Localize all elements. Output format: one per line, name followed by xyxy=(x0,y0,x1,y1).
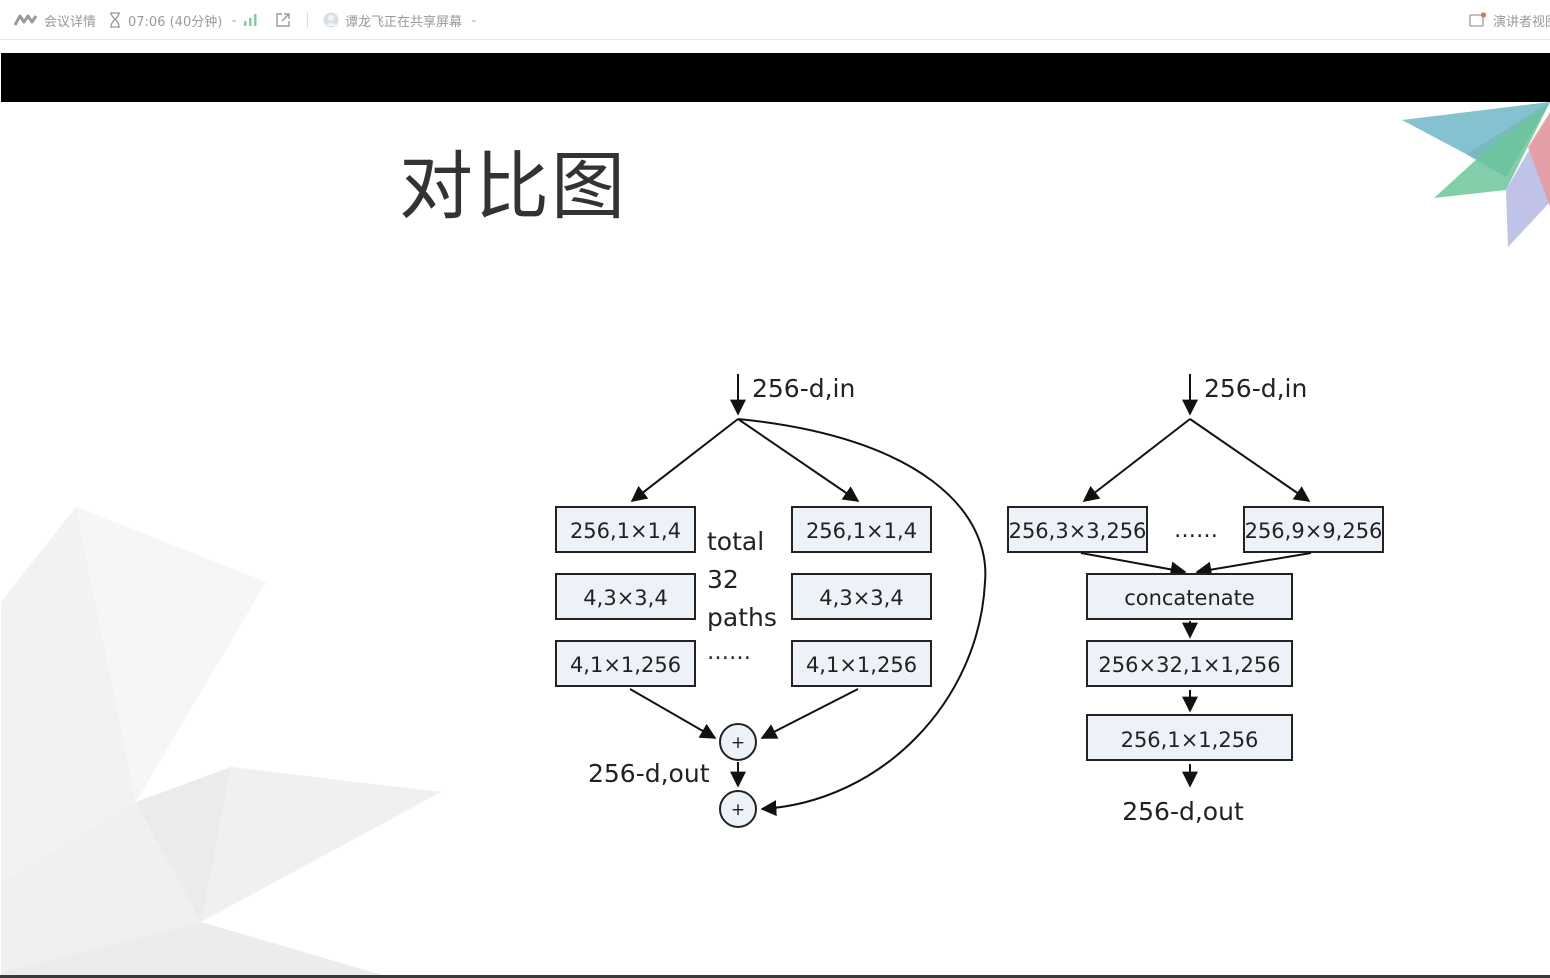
layer-label: 4,3×3,4 xyxy=(819,586,903,610)
concatenate-label: concatenate xyxy=(1124,586,1255,610)
external-link-icon xyxy=(275,12,291,28)
deco-red-shard xyxy=(1528,112,1550,207)
input-label: 256-d,in xyxy=(752,374,855,403)
paths-note-line: total xyxy=(707,527,764,556)
meeting-logo-icon xyxy=(14,13,38,27)
chevron-down-icon: ⌄ xyxy=(230,15,238,25)
layer-box xyxy=(555,573,696,620)
branch-ellipsis: …… xyxy=(1174,518,1218,543)
paths-note-line: 32 xyxy=(707,565,739,594)
slide-bottom-border xyxy=(0,975,1550,978)
presenter-view-label: 演讲者视图 xyxy=(1493,14,1550,30)
layer-box xyxy=(791,506,932,553)
mid-output-label: 256-d,out xyxy=(588,759,710,788)
paths-ellipsis: …… xyxy=(707,640,751,665)
branch-arrow xyxy=(1082,418,1191,502)
layer-box xyxy=(555,506,696,553)
merge-arrow xyxy=(1080,552,1187,578)
chevron-down-icon: ⌄ xyxy=(470,15,478,25)
deco-green-shard xyxy=(1434,102,1550,198)
layer-box xyxy=(1086,573,1293,620)
input-label: 256-d,in xyxy=(1204,374,1307,403)
sum-symbol: + xyxy=(731,733,745,753)
letterbox-bar xyxy=(1,53,1550,102)
branch-arrow xyxy=(1189,418,1311,502)
deco-teal-shard xyxy=(1402,102,1550,154)
layer-box xyxy=(1007,506,1148,553)
deco-grey-shard xyxy=(136,767,231,922)
layer-label: 256,3×3,256 xyxy=(1009,519,1147,543)
layer-label: 256,9×9,256 xyxy=(1245,519,1383,543)
merge-arrow xyxy=(760,688,859,739)
layer-box xyxy=(555,640,696,687)
branch-arrow xyxy=(630,418,739,502)
sharing-status-label: 谭龙飞正在共享屏幕 xyxy=(345,14,463,30)
layer-box xyxy=(791,573,932,620)
layer-label: 256,1×1,4 xyxy=(570,519,681,543)
meeting-timer-label: 07:06 (40分钟) xyxy=(128,14,223,30)
layer-label: 4,1×1,256 xyxy=(806,653,917,677)
layer-box xyxy=(1086,640,1293,687)
deco-grey-shard xyxy=(1,507,136,882)
comparison-diagrams: 256-d,in 256,1×1,4 4,3×3,4 4,1×1,256 256… xyxy=(555,374,1384,828)
meeting-toolbar: 会议详情 07:06 (40分钟) ⌄ xyxy=(0,0,1550,40)
left-diagram: 256-d,in 256,1×1,4 4,3×3,4 4,1×1,256 256… xyxy=(555,374,987,828)
deco-grey-shard xyxy=(1,767,441,972)
signal-bars-icon xyxy=(243,13,259,27)
layer-label: 4,3×3,4 xyxy=(583,586,667,610)
slide-title: 对比图 xyxy=(399,144,627,230)
branch-arrow xyxy=(737,418,860,502)
hourglass-icon xyxy=(108,12,122,28)
layer-label: 4,1×1,256 xyxy=(570,653,681,677)
merge-arrow xyxy=(1195,552,1312,578)
meeting-details-button[interactable]: 会议详情 xyxy=(14,0,96,40)
sum-node xyxy=(719,723,757,761)
slide-canvas: 对比图 256-d,in 256,1×1,4 4,3×3,4 4,1×1,256… xyxy=(1,102,1550,976)
deco-grey-shard xyxy=(1,922,386,976)
meeting-details-label: 会议详情 xyxy=(44,14,97,30)
presenter-view-button[interactable]: 演讲者视图 xyxy=(1469,0,1550,40)
slide-background-decoration xyxy=(1,102,1550,976)
meeting-timer-button[interactable]: 07:06 (40分钟) ⌄ xyxy=(108,0,238,40)
sum-node xyxy=(719,790,757,828)
sum-symbol: + xyxy=(731,800,745,820)
avatar xyxy=(323,12,339,28)
presenter-view-icon xyxy=(1469,12,1487,28)
layer-box xyxy=(1243,506,1384,553)
skip-connection-arrow xyxy=(737,418,987,817)
layer-box xyxy=(791,640,932,687)
layer-label: 256,1×1,4 xyxy=(806,519,917,543)
layer-label: 256×32,1×1,256 xyxy=(1098,653,1280,677)
sharing-status-button[interactable]: 谭龙飞正在共享屏幕 ⌄ xyxy=(323,0,478,40)
toolbar-gap xyxy=(0,41,1550,53)
network-status-button[interactable] xyxy=(243,0,259,40)
layer-box xyxy=(1086,714,1293,761)
paths-note-line: paths xyxy=(707,603,777,632)
popout-button[interactable] xyxy=(275,0,291,40)
output-label: 256-d,out xyxy=(1122,797,1244,826)
right-diagram: 256-d,in 256,3×3,256 …… 256,9×9,256 conc… xyxy=(1007,374,1384,826)
toolbar-divider xyxy=(307,12,308,28)
deco-grey-shard xyxy=(76,507,266,802)
merge-arrow xyxy=(629,688,717,739)
layer-label: 256,1×1,256 xyxy=(1121,728,1259,752)
